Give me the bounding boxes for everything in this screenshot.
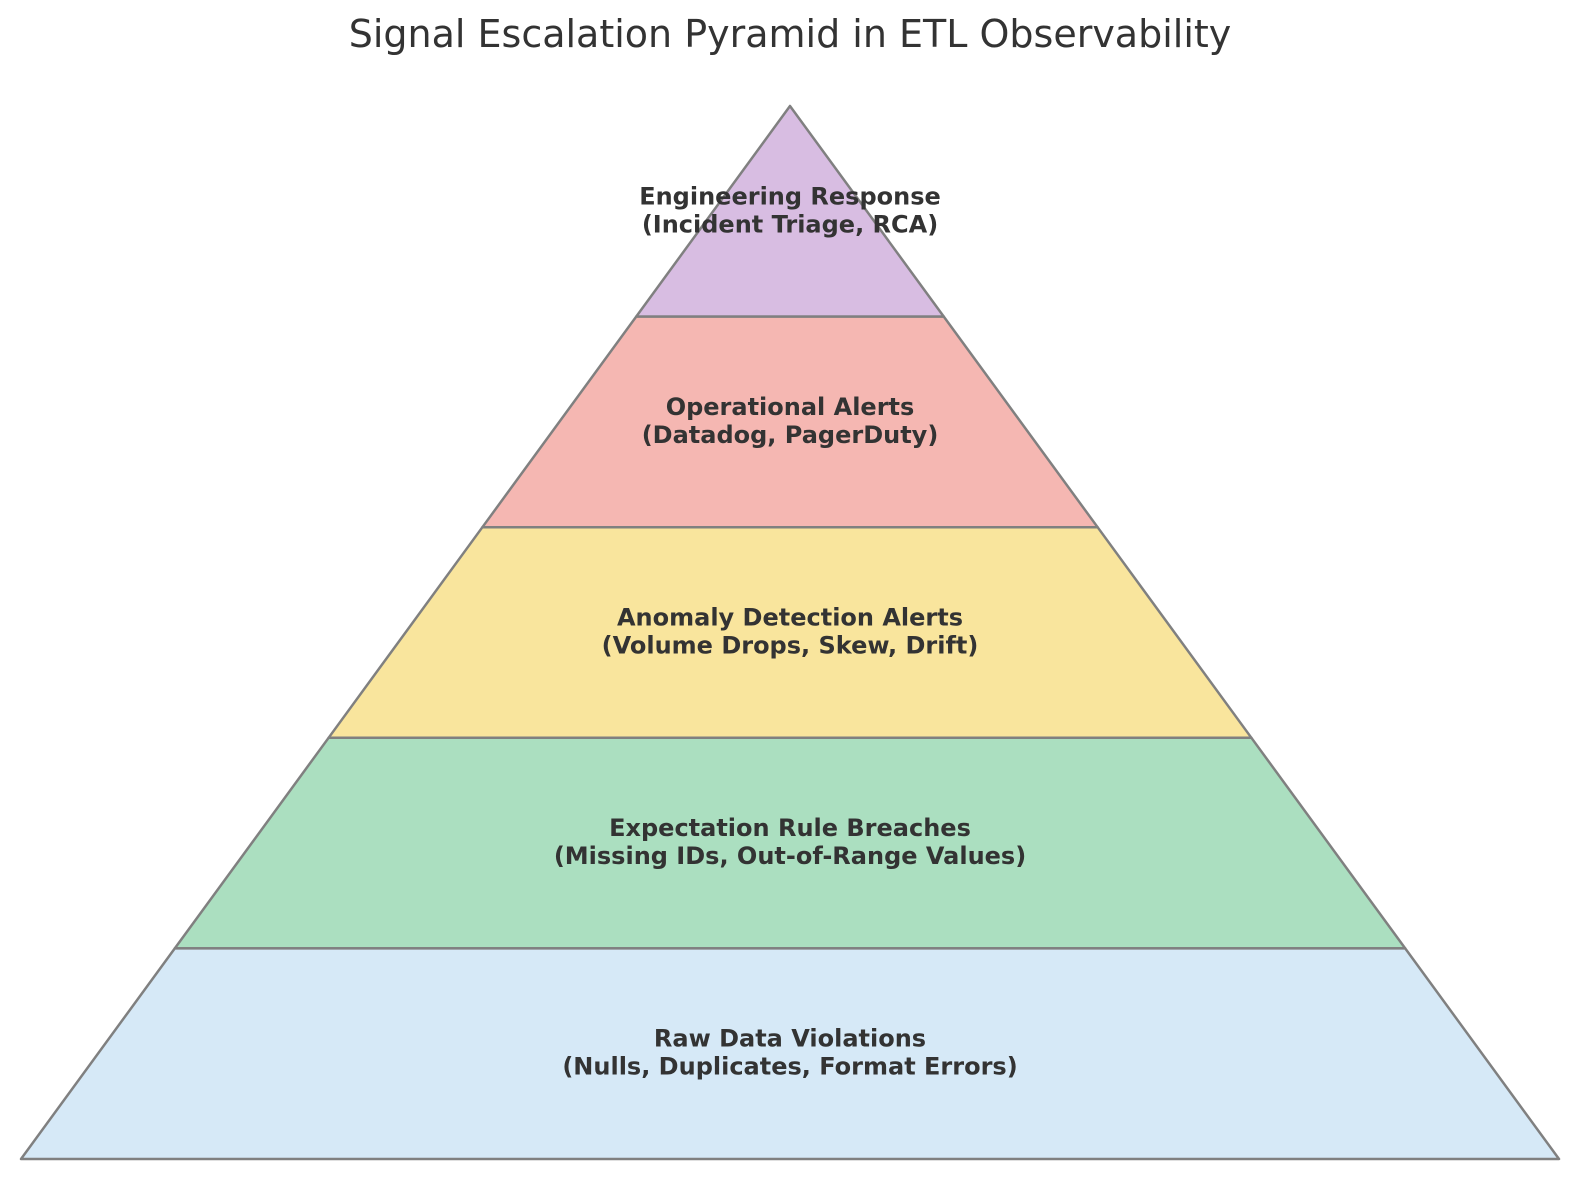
tier-detail: (Missing IDs, Out-of-Range Values) [554,842,1026,870]
tier-detail: (Volume Drops, Skew, Drift) [602,632,979,660]
tier-title: Expectation Rule Breaches [609,814,971,842]
tier-detail: (Datadog, PagerDuty) [642,421,939,449]
tier-detail: (Incident Triage, RCA) [642,210,938,238]
tier-title: Raw Data Violations [654,1025,926,1053]
tier-title: Engineering Response [639,182,941,210]
diagram-title: Signal Escalation Pyramid in ETL Observa… [348,12,1232,56]
tier-title: Operational Alerts [666,393,915,421]
pyramid-tier-5 [19,947,1561,1161]
tier-title: Anomaly Detection Alerts [617,604,963,632]
tier-detail: (Nulls, Duplicates, Format Errors) [562,1053,1017,1081]
